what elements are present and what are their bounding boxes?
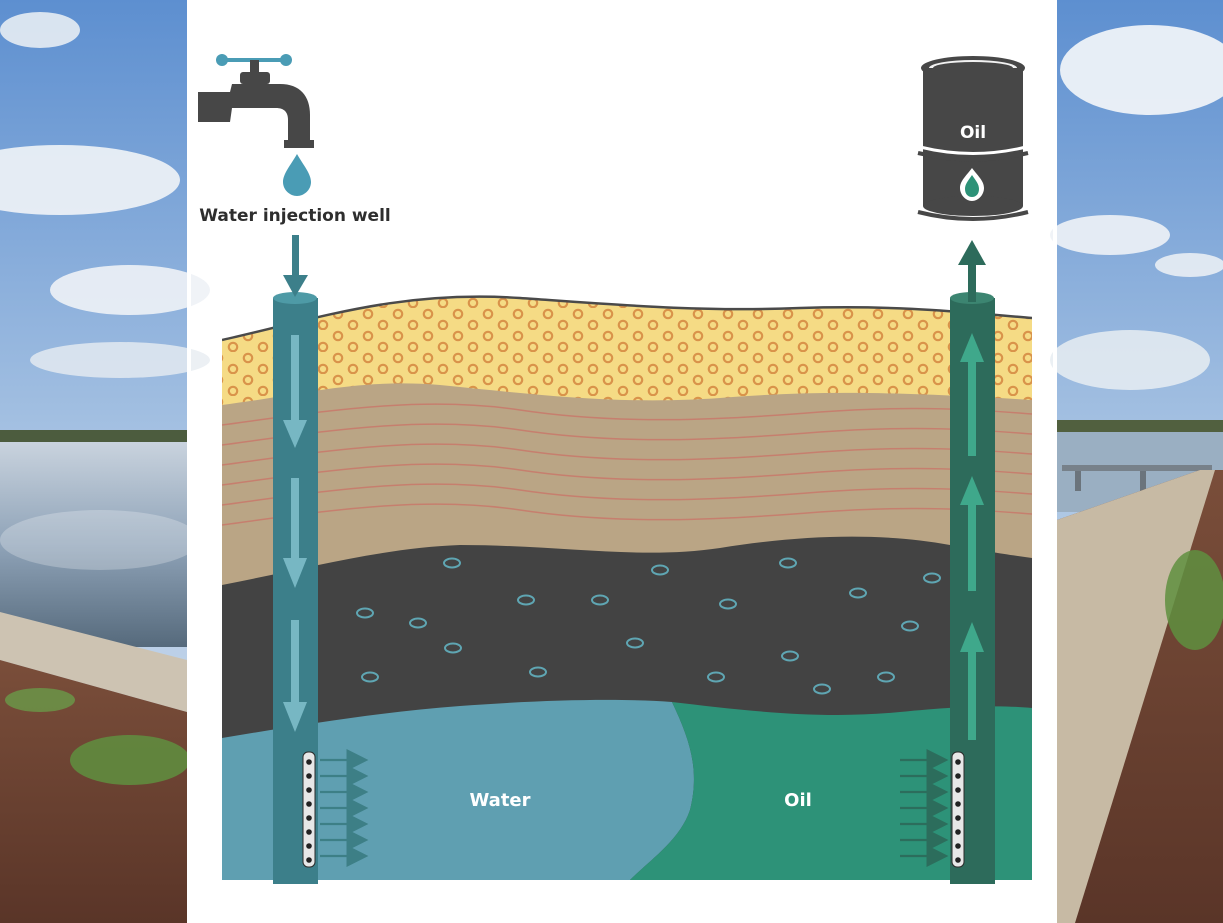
injection-flow-arrows [283, 335, 307, 732]
barrel-label: Oil [960, 123, 986, 143]
water-drop-icon [283, 154, 311, 196]
injection-well-pipe [273, 235, 369, 884]
right-photo-panel [1050, 0, 1223, 923]
injection-well-label: Water injection well [199, 206, 390, 226]
injection-outflow-arrows [320, 749, 369, 867]
strata [222, 295, 1032, 880]
left-photo-panel [0, 0, 210, 923]
production-inflow-arrows [900, 749, 949, 867]
water-zone-label: Water [469, 790, 530, 811]
faucet-icon [198, 54, 314, 148]
production-well-pipe [900, 240, 995, 884]
production-flow-arrows [960, 333, 984, 740]
oil-zone-label: Oil [784, 790, 812, 811]
oil-barrel-icon [917, 56, 1029, 221]
water-zone [222, 699, 694, 880]
